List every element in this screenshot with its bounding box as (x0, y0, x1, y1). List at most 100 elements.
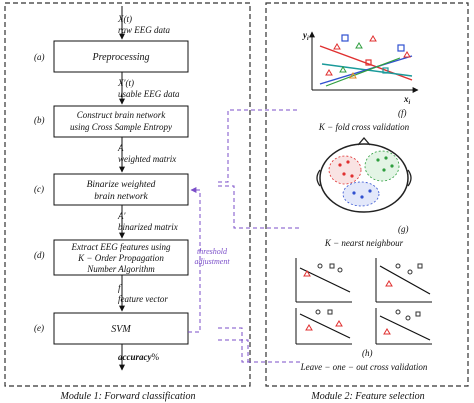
output-label-bold: accuracy (118, 352, 152, 362)
step-tag-e: (e) (34, 323, 44, 333)
kfold-point (365, 59, 372, 66)
signal-desc-1: raw EEG data (118, 25, 171, 35)
step-box-binarize (53, 173, 189, 206)
knn-point (368, 189, 372, 193)
kfold-point (382, 67, 389, 74)
loocv-label: Leave − one − out cross validation (300, 362, 428, 372)
kfold-point (333, 43, 341, 50)
loocv-point (417, 263, 423, 269)
knn-point (346, 160, 350, 164)
kfold-fit-line-blue (319, 55, 413, 85)
loocv-point (407, 269, 413, 275)
loocv-fit-line (379, 265, 431, 295)
kfold-tag: (f) (398, 108, 407, 118)
kfold-point (339, 66, 347, 73)
link-loocv (218, 327, 300, 363)
knn-label: K − nearst neighbour (324, 238, 404, 248)
loocv-point (395, 263, 401, 269)
kfold-point (403, 51, 411, 58)
loocv-point (335, 320, 343, 327)
kfold-point (341, 34, 349, 42)
loocv-plot-3 (295, 308, 352, 345)
loocv-point (415, 311, 421, 317)
step-box-extract-features (53, 239, 189, 276)
step-label-binarize-1: Binarize weighted (87, 180, 156, 190)
kfold-point (349, 72, 357, 79)
output-label: accuracy% (118, 352, 160, 362)
step-label-binarize-2: brain network (94, 192, 148, 202)
loocv-fit-line (379, 315, 431, 341)
step-label-preprocessing: Preprocessing (91, 52, 149, 63)
module1-border (4, 2, 251, 387)
kfold-point (369, 35, 377, 42)
loocv-fit-line (299, 267, 351, 293)
loocv-plots (295, 258, 432, 345)
loocv-point (305, 324, 313, 331)
loocv-point (327, 309, 333, 315)
loocv-point (315, 309, 321, 315)
signal-symbol-2: X′(t) (117, 78, 134, 88)
nose-icon (357, 137, 371, 146)
step-tag-b: (b) (34, 115, 45, 125)
kfold-y-label: yi (302, 30, 309, 42)
step-box-construct-network (53, 105, 189, 138)
loocv-plot-2 (375, 258, 432, 303)
signal-symbol-3: A (117, 143, 124, 153)
signal-symbol-5: f (118, 283, 122, 293)
ear-right-icon (407, 169, 412, 187)
threshold-label-1: threshold (197, 247, 228, 256)
knn-point (342, 172, 346, 176)
module1-caption: Module 1: Forward classification (60, 391, 196, 402)
loocv-point (395, 309, 401, 315)
step-tag-c: (c) (34, 184, 44, 194)
link-kfold (218, 109, 300, 183)
loocv-point (337, 267, 343, 273)
loocv-plot-4 (375, 308, 432, 345)
loocv-point (385, 280, 393, 287)
step-tag-d: (d) (34, 250, 45, 260)
step-label-construct-1: Construct brain network (77, 110, 167, 120)
signal-desc-5: feature vector (118, 294, 168, 304)
kfold-point (397, 44, 405, 52)
signal-symbol-1: X(t) (117, 14, 132, 24)
module2-border (265, 2, 469, 387)
step-box-preprocessing (53, 40, 189, 73)
module2-caption: Module 2: Feature selection (310, 391, 424, 402)
step-box-svm (53, 312, 189, 345)
step-label-svm: SVM (111, 324, 131, 335)
loocv-plot-1 (295, 258, 352, 303)
loocv-point (383, 328, 391, 335)
kfold-label: K − fold cross validation (318, 122, 410, 132)
loocv-point (303, 270, 311, 277)
link-loocv-2 (218, 339, 249, 362)
knn-tag: (g) (398, 224, 409, 234)
knn-head-diagram (316, 137, 412, 213)
signal-symbol-4: A′ (117, 211, 126, 221)
step-label-extract-3: Number Algorithm (86, 264, 155, 274)
step-label-construct-2: using Cross Sample Entropy (70, 122, 172, 132)
threshold-label-2: adjustment (194, 257, 230, 266)
knn-point (382, 168, 386, 172)
knn-point (384, 156, 388, 160)
knn-point (352, 191, 356, 195)
knn-point (338, 163, 342, 167)
output-label-rest: % (152, 352, 160, 362)
loocv-fit-line (299, 313, 351, 339)
kfold-fit-line-green (325, 57, 401, 87)
signal-desc-2: usable EEG data (118, 89, 180, 99)
step-label-extract-1: Extract EEG features using (71, 242, 171, 252)
loocv-point (405, 315, 411, 321)
step-label-extract-2: K − Order Propagation (77, 253, 164, 263)
kfold-plot: yi xi (302, 30, 419, 106)
knn-cluster-green (364, 150, 400, 182)
link-knn (218, 185, 300, 229)
knn-point (376, 158, 380, 162)
step-tag-a: (a) (34, 52, 45, 62)
kfold-x-label: xi (403, 94, 411, 106)
loocv-point (317, 263, 323, 269)
loocv-tag: (h) (362, 348, 373, 358)
loocv-point (329, 263, 335, 269)
ear-left-icon (316, 169, 321, 187)
knn-point (360, 195, 364, 199)
